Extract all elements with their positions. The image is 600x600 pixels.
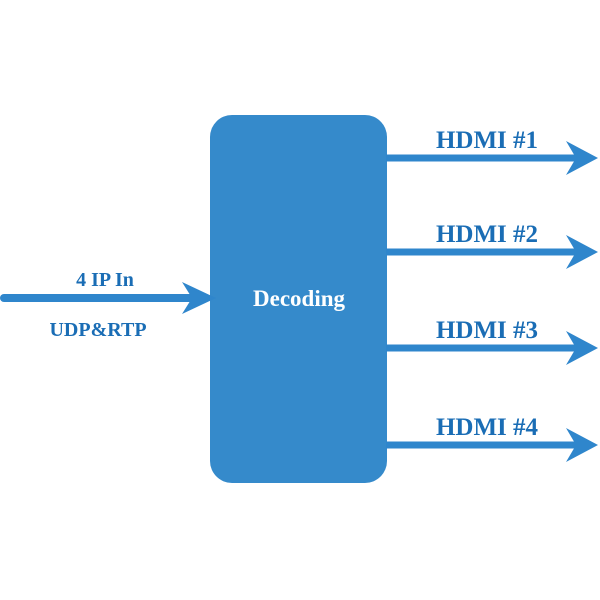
output-arrow-3	[386, 331, 598, 365]
output-arrow-2	[386, 235, 598, 269]
output-arrow-1	[386, 141, 598, 175]
input-label-bottom: UDP&RTP	[49, 319, 146, 341]
decoding-label: Decoding	[253, 286, 346, 311]
output-label-3: HDMI #3	[436, 317, 538, 344]
input-label-top: 4 IP In	[76, 269, 134, 291]
output-label-4: HDMI #4	[436, 414, 539, 441]
decoding-block	[210, 115, 387, 483]
input-arrow	[0, 282, 216, 314]
output-arrow-4	[386, 428, 598, 462]
output-label-1: HDMI #1	[436, 127, 538, 154]
output-label-2: HDMI #2	[436, 221, 538, 248]
